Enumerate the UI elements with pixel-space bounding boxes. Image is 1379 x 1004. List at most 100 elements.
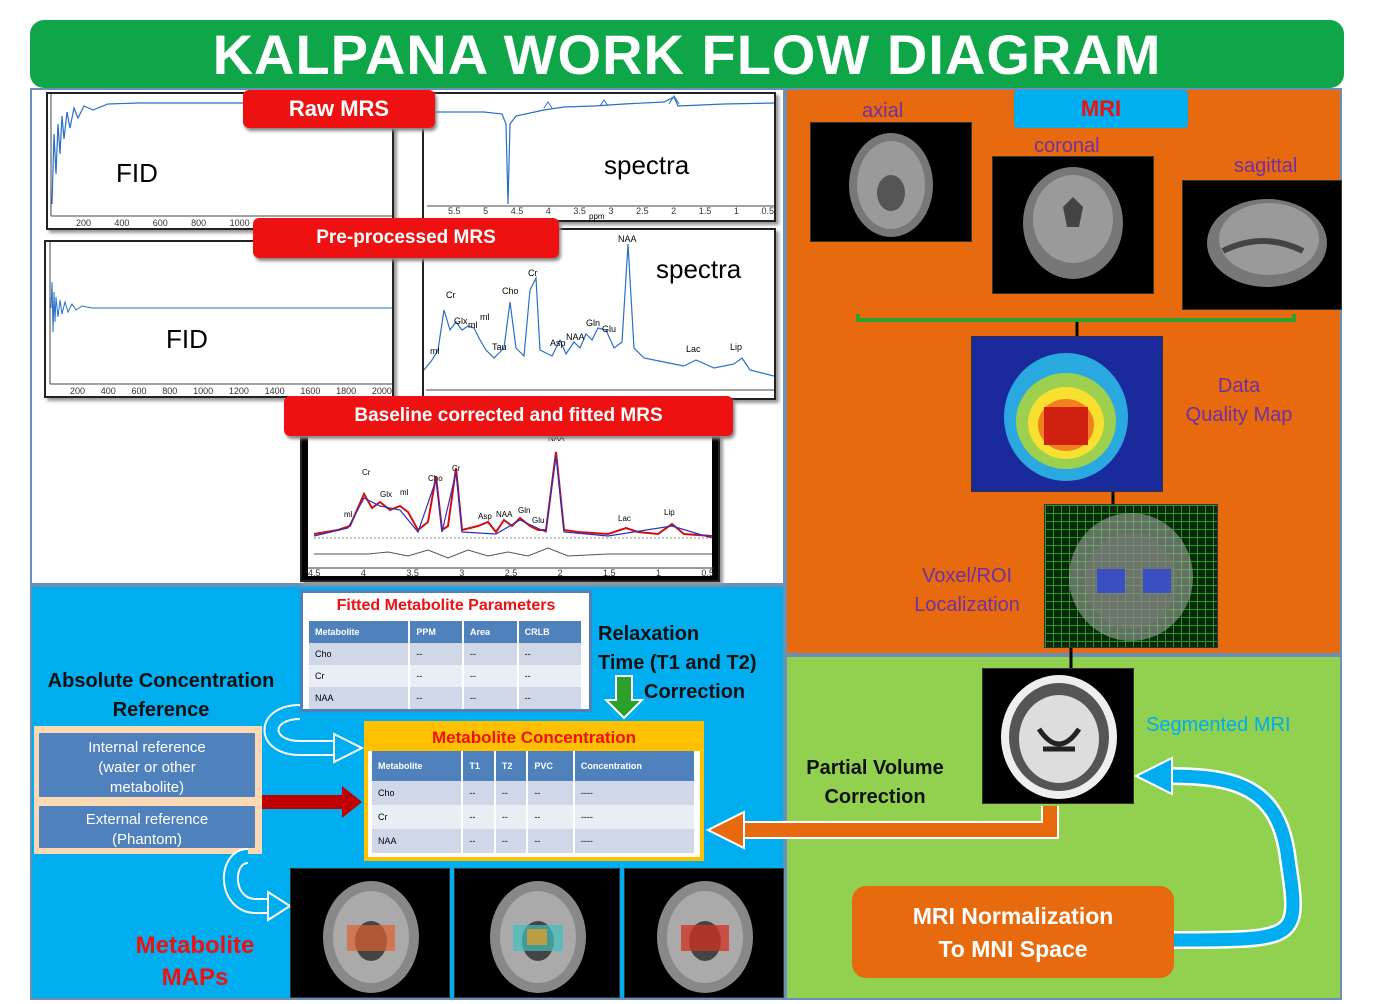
tick-label: 1400 — [264, 386, 285, 396]
peak-label: ml — [468, 320, 478, 330]
peak-label: NAA — [566, 332, 585, 342]
tick-label: 4 — [545, 206, 551, 216]
external-line: External reference — [85, 811, 209, 828]
internal-line: Internal reference — [88, 739, 206, 756]
peak-label: ml — [480, 312, 490, 322]
raw-spectra-svg — [424, 95, 775, 207]
table-cell: Cr — [372, 805, 464, 829]
table-cell: Cho — [372, 781, 464, 805]
peak-label: Gln — [518, 506, 531, 515]
table-cell: ---- — [573, 781, 697, 805]
red-right-arrow — [262, 786, 362, 818]
tick-label: 0.5 — [761, 206, 774, 216]
relaxation-text: Relaxation Time (T1 and T2) Correction — [598, 620, 757, 707]
peak-label: Cho — [502, 286, 519, 296]
relaxation-line: Relaxation — [598, 623, 700, 645]
table-row: Cho---------- — [372, 781, 697, 805]
tick-label: 1600 — [300, 386, 321, 396]
abs-concentration-text: Absolute Concentration Reference — [34, 667, 288, 725]
table-cell: -- — [462, 829, 496, 853]
table-cell: -- — [517, 687, 584, 709]
peak-label: Tau — [492, 342, 507, 352]
metabolite-map-2 — [454, 868, 620, 998]
table-cell: -- — [494, 829, 529, 853]
peak-label: ml — [430, 346, 440, 356]
peak-label: Cr — [446, 290, 456, 300]
table-cell: -- — [462, 805, 496, 829]
peak-label: Cr — [528, 268, 538, 278]
table-header: PVC — [527, 751, 575, 781]
concentration-title: Metabolite Concentration — [368, 725, 700, 751]
table-header: T1 — [462, 751, 496, 781]
table-cell: -- — [409, 643, 465, 665]
tick-label: 1000 — [193, 386, 214, 396]
voxel-image — [1044, 504, 1218, 648]
peak-label: ml — [344, 510, 353, 519]
table-cell: ---- — [573, 805, 697, 829]
peak-label: Cr — [452, 464, 461, 473]
peak-label: Lac — [686, 344, 701, 354]
tick-label: 2 — [671, 206, 677, 216]
table-header: Metabolite — [372, 751, 464, 781]
raw-spectra-ticks: 5.5 5 4.5 4 3.5 3 2.5 2 1.5 1 0.5 — [448, 206, 774, 216]
peak-label: Lip — [730, 342, 743, 352]
table-cell: -- — [462, 781, 496, 805]
table-header: Area — [463, 621, 519, 643]
peak-label: ml — [400, 488, 409, 497]
table-cell: -- — [527, 829, 575, 853]
abs-line: Absolute Concentration — [47, 670, 275, 692]
peak-label: Glx — [454, 316, 468, 326]
table-cell: -- — [409, 665, 465, 687]
peak-label: Gln — [586, 318, 601, 328]
tick-label: 4.5 — [510, 206, 524, 216]
external-line: (Phantom) — [111, 831, 183, 848]
tick-label: 3.5 — [573, 206, 586, 216]
table-cell: -- — [494, 805, 529, 829]
table-header: Metabolite — [309, 621, 411, 643]
tick-label: 600 — [152, 218, 168, 228]
table-row: Cr------ — [309, 665, 584, 687]
tick-label: 1800 — [336, 386, 357, 396]
table-cell: -- — [517, 643, 584, 665]
peak-label: NAA — [618, 234, 637, 244]
axial-label: axial — [862, 100, 904, 122]
peak-label: Cho — [428, 474, 443, 483]
tick-label: 5 — [483, 206, 489, 216]
table-cell: ---- — [573, 829, 697, 853]
blue-curved-arrow — [333, 732, 365, 764]
tick-label: 2 — [557, 568, 563, 578]
table-header: Concentration — [573, 751, 697, 781]
tick-label: 1.5 — [698, 206, 712, 216]
segmented-mri-label: Segmented MRI — [1146, 714, 1291, 736]
peak-label: Glu — [532, 516, 545, 525]
tick-label: 4 — [360, 568, 366, 578]
fitted-spectra-svg — [308, 451, 714, 569]
maps-arrow — [267, 890, 292, 922]
internal-line: metabolite) — [109, 779, 185, 796]
pre-fid-ticks: 200 400 600 800 1000 1200 1400 1600 1800… — [70, 386, 392, 396]
table-header: T2 — [494, 751, 529, 781]
tick-label: 200 — [76, 218, 92, 228]
norm-line: To MNI Space — [938, 936, 1088, 962]
table-row: NAA------ — [309, 687, 584, 709]
tick-label: 3 — [608, 206, 614, 216]
tick-label: 2.5 — [504, 568, 518, 578]
peak-label: Glx — [380, 490, 392, 499]
table-cell: NAA — [309, 687, 411, 709]
peak-label: Cr — [362, 468, 371, 477]
peak-label: Asp — [478, 512, 492, 521]
pvc-arrow — [705, 810, 745, 850]
fitted-ticks: 4.5 4 3.5 3 2.5 2 1.5 1 0.5 — [308, 568, 714, 578]
table-cell: -- — [494, 781, 529, 805]
tick-label: 5.5 — [448, 206, 461, 216]
relaxation-line: Correction — [644, 681, 746, 703]
tick-label: 200 — [70, 386, 86, 396]
fitted-mrs-label: Baseline corrected and fitted MRS — [284, 396, 733, 436]
pvc-text: Partial Volume Correction — [790, 754, 960, 812]
norm-line: MRI Normalization — [912, 903, 1114, 929]
